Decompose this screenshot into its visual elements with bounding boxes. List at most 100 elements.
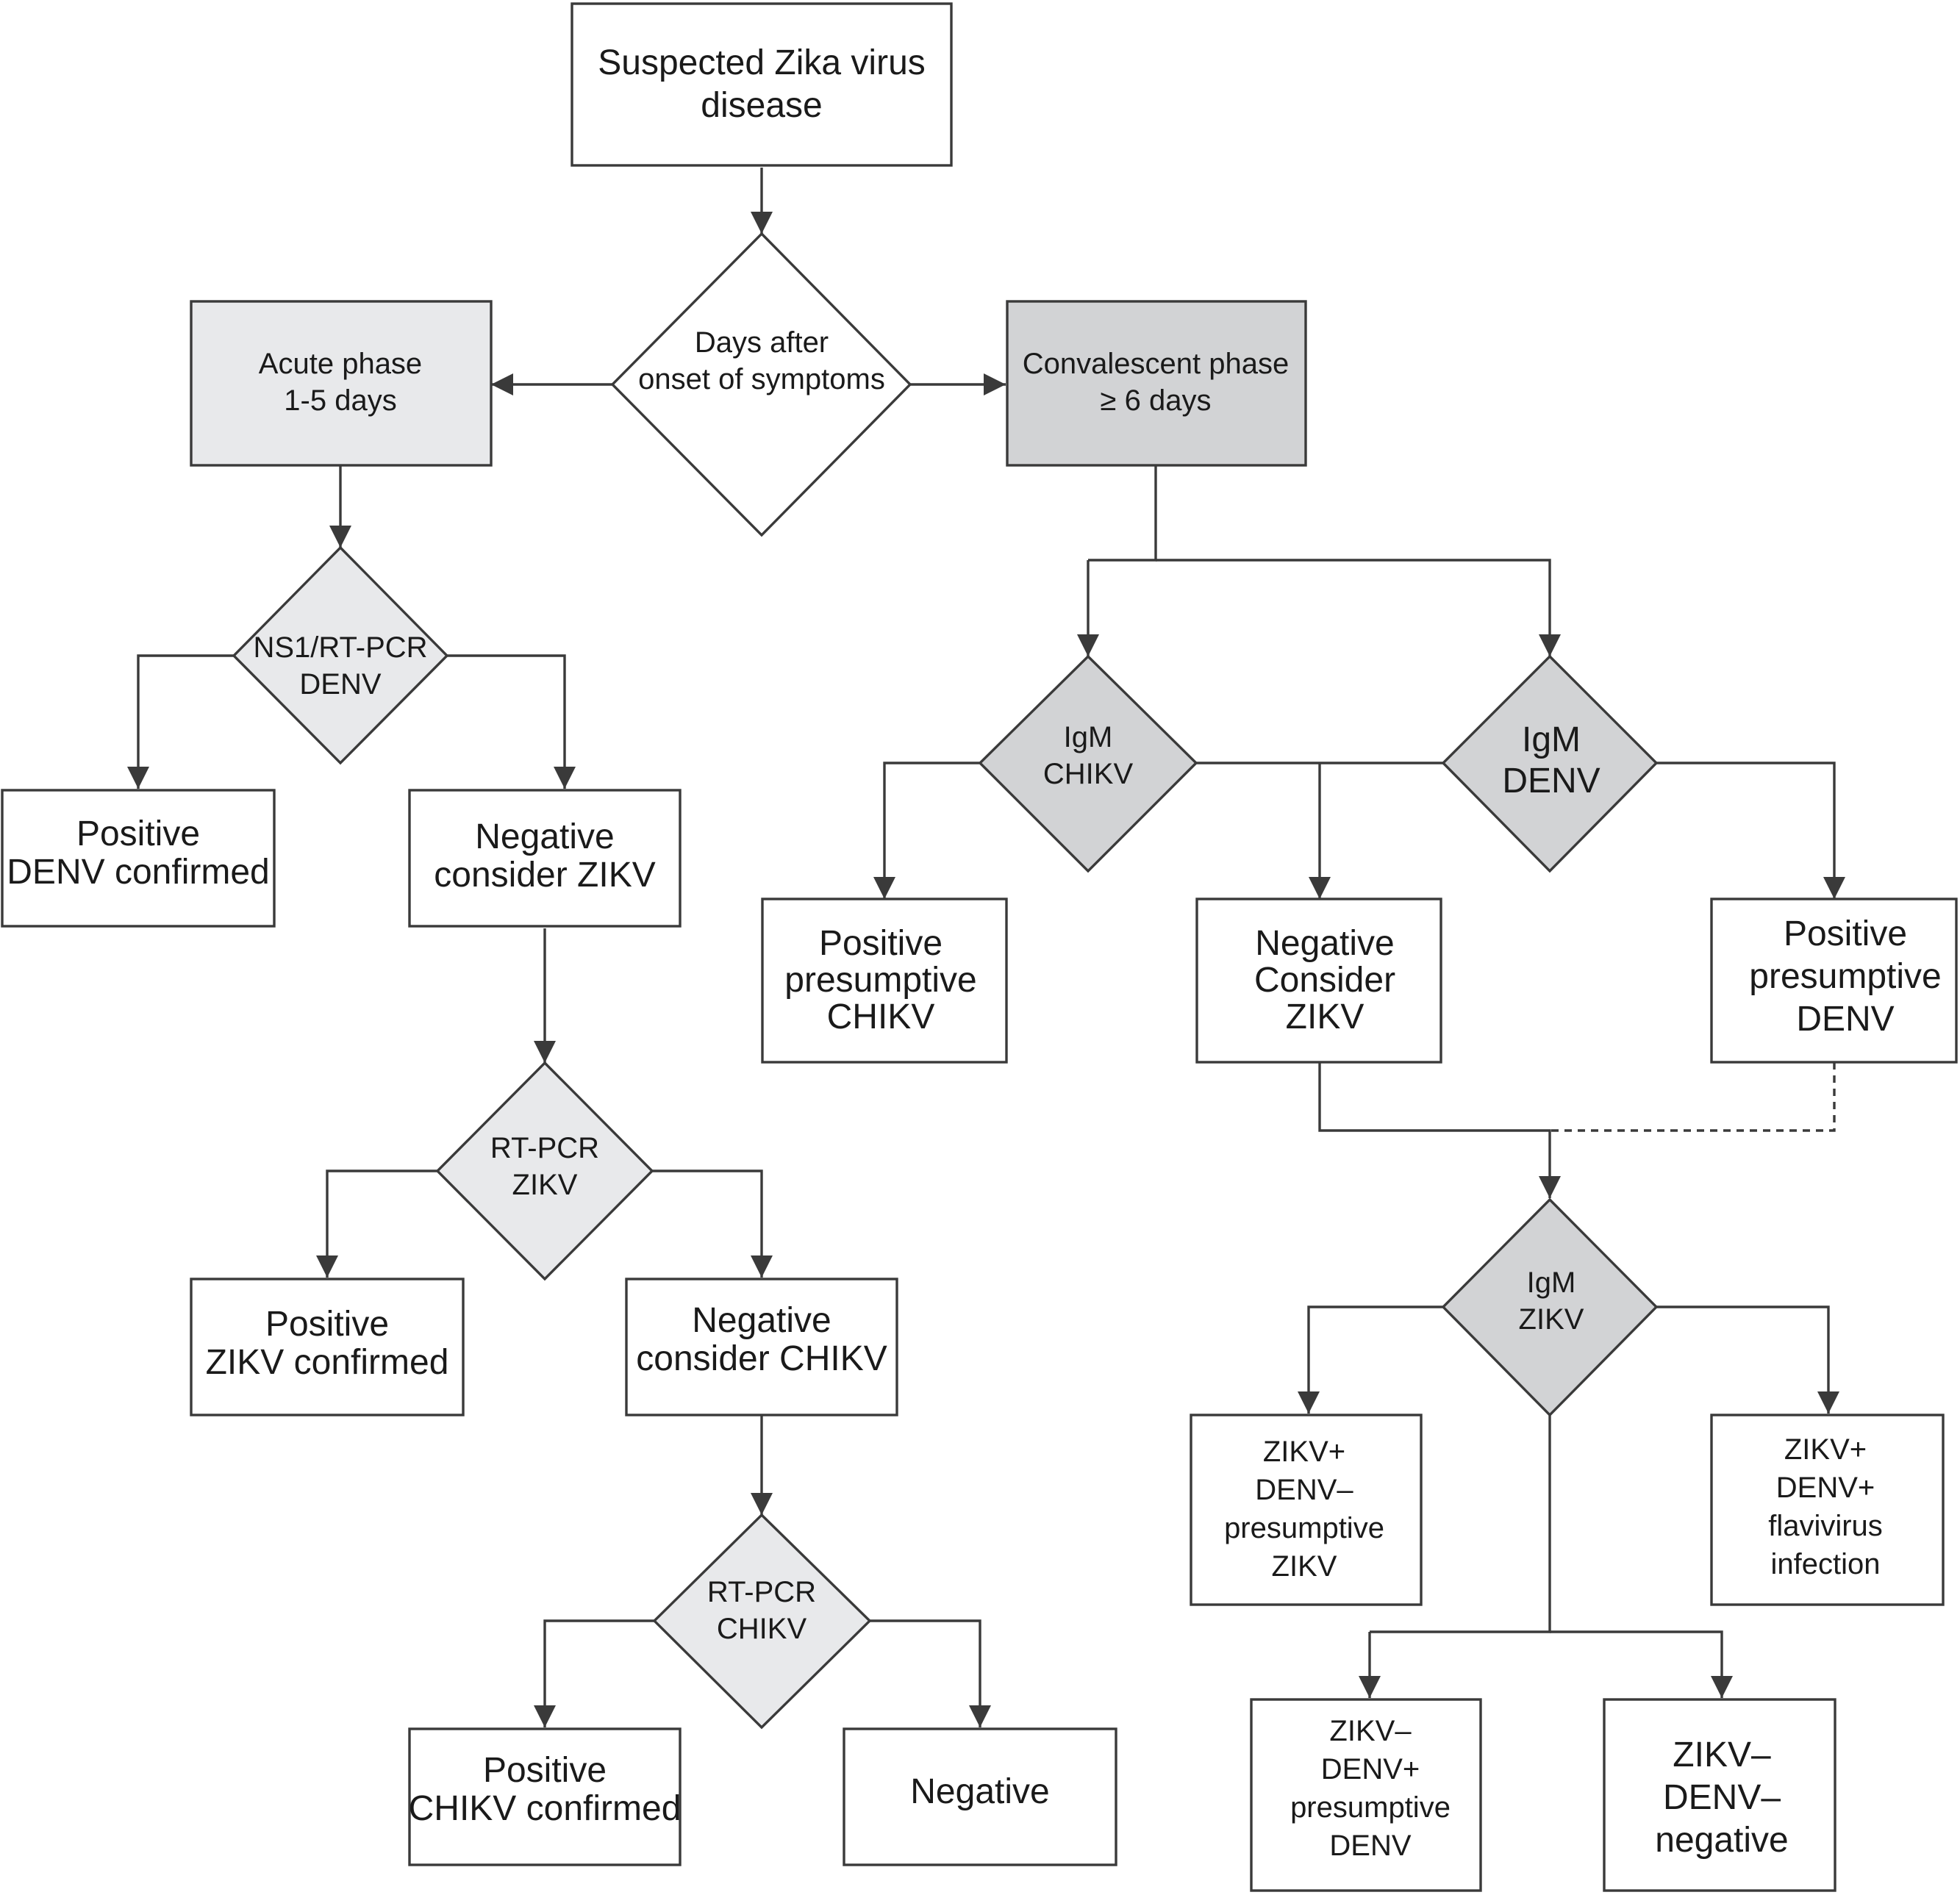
node-days-text: Days after onset of symptoms bbox=[638, 326, 885, 395]
pos-pres-chikv-line-2: presumptive bbox=[784, 961, 976, 1000]
edge-igmdenv-positive bbox=[1656, 762, 1845, 899]
negative-line-1: Negative bbox=[910, 1772, 1049, 1811]
igm-chikv-line-1: IgM bbox=[1064, 721, 1113, 753]
ns1-line-1: NS1/RT-PCR bbox=[253, 631, 427, 664]
pos-chikv-conf-line-2: CHIKV confirmed bbox=[409, 1789, 682, 1828]
edge-igmzikv-zikvpos-denvneg bbox=[1298, 1305, 1443, 1414]
node-acute-phase: Acute phase 1-5 days bbox=[190, 300, 493, 467]
acute-line-1: Acute phase bbox=[259, 348, 422, 380]
acute-line-2: 1-5 days bbox=[284, 384, 396, 417]
node-igm-chikv-decision: IgM CHIKV bbox=[978, 654, 1198, 873]
node-convalescent-text: Convalescent phase ≥ 6 days bbox=[1023, 348, 1289, 417]
zikv-pos-denv-pos-line-2: DENV+ bbox=[1776, 1472, 1875, 1504]
zikv-neg-denv-neg-line-3: negative bbox=[1655, 1821, 1788, 1860]
rtpcr-zikv-line-2: ZIKV bbox=[512, 1169, 578, 1201]
node-rtpcr-zikv-decision: RT-PCR ZIKV bbox=[435, 1061, 654, 1281]
ns1-line-2: DENV bbox=[299, 668, 381, 701]
edge-convalescent-igmdenv bbox=[1156, 559, 1561, 656]
pos-pres-chikv-line-1: Positive bbox=[819, 924, 943, 963]
neg-chikv-line-1: Negative bbox=[692, 1301, 831, 1340]
convalescent-line-1: Convalescent phase bbox=[1023, 348, 1289, 380]
zikv-pos-denv-pos-line-3: flavivirus bbox=[1768, 1510, 1883, 1542]
zikv-neg-denv-neg-line-2: DENV– bbox=[1663, 1778, 1781, 1817]
node-igm-chikv-text: IgM CHIKV bbox=[1043, 721, 1134, 790]
days-line-2: onset of symptoms bbox=[638, 363, 885, 395]
pos-zikv-conf-line-1: Positive bbox=[265, 1305, 389, 1344]
edge-convalescent-trunk bbox=[1088, 465, 1157, 562]
edge-rtpcrchikv-negative bbox=[870, 1619, 991, 1727]
pos-zikv-conf-line-2: ZIKV confirmed bbox=[206, 1343, 449, 1382]
days-line-1: Days after bbox=[695, 326, 829, 359]
node-negative: Negative bbox=[843, 1727, 1117, 1866]
zikv-neg-denv-pos-line-4: DENV bbox=[1329, 1830, 1411, 1862]
rtpcr-zikv-line-1: RT-PCR bbox=[490, 1132, 599, 1164]
start-line-2: disease bbox=[701, 86, 822, 125]
zikv-pos-denv-neg-line-3: presumptive bbox=[1224, 1512, 1384, 1544]
pos-pres-denv-line-2: presumptive bbox=[1749, 957, 1941, 996]
igm-zikv-line-2: ZIKV bbox=[1519, 1303, 1584, 1336]
neg-consider-zikv-line-2: Consider bbox=[1254, 961, 1395, 1000]
node-rtpcr-zikv-text: RT-PCR ZIKV bbox=[490, 1132, 599, 1201]
edge-negconsider-igmzikv bbox=[1318, 1062, 1561, 1198]
node-convalescent-phase: Convalescent phase ≥ 6 days bbox=[1006, 300, 1307, 467]
pos-chikv-conf-line-1: Positive bbox=[483, 1751, 607, 1790]
rtpcr-chikv-line-2: CHIKV bbox=[717, 1613, 807, 1645]
zikv-pos-denv-neg-line-1: ZIKV+ bbox=[1263, 1436, 1345, 1468]
pos-denv-conf-line-2: DENV confirmed bbox=[7, 853, 269, 892]
zikv-pos-denv-pos-line-1: ZIKV+ bbox=[1784, 1433, 1867, 1466]
neg-consider-zikv-line-3: ZIKV bbox=[1286, 997, 1365, 1036]
node-zikv-neg-denv-neg: ZIKV–DENV–negative bbox=[1603, 1698, 1836, 1892]
node-igm-zikv-text: IgM ZIKV bbox=[1519, 1267, 1584, 1336]
igm-denv-line-1: IgM bbox=[1522, 720, 1581, 759]
node-acute-text: Acute phase 1-5 days bbox=[259, 348, 422, 417]
node-days-decision: Days after onset of symptoms bbox=[610, 232, 912, 537]
edge-igmchikv-positive bbox=[873, 762, 980, 899]
neg-consider-zikv-line-1: Negative bbox=[1255, 924, 1394, 963]
convalescent-line-2: ≥ 6 days bbox=[1101, 384, 1212, 417]
neg-zikv-line-1: Negative bbox=[475, 817, 614, 856]
edge-rtpcrzikv-negative bbox=[652, 1169, 773, 1278]
zikv-neg-denv-pos-line-2: DENV+ bbox=[1321, 1753, 1420, 1785]
zikv-pos-denv-neg-line-2: DENV– bbox=[1255, 1474, 1353, 1506]
igm-zikv-line-1: IgM bbox=[1527, 1267, 1576, 1299]
edge-rtpcrzikv-positive bbox=[316, 1169, 437, 1278]
igm-denv-line-2: DENV bbox=[1502, 762, 1600, 800]
pos-pres-denv-line-3: DENV bbox=[1796, 1000, 1894, 1039]
igm-chikv-line-2: CHIKV bbox=[1043, 758, 1134, 790]
zikv-neg-denv-pos-line-3: presumptive bbox=[1290, 1791, 1451, 1824]
edge-ns1-negative bbox=[447, 654, 576, 789]
node-negative-text: Negative bbox=[910, 1772, 1049, 1811]
node-zikv-neg-denv-neg-text: ZIKV–DENV–negative bbox=[1655, 1735, 1788, 1860]
neg-chikv-line-2: consider CHIKV bbox=[636, 1339, 887, 1378]
zikv-pos-denv-neg-line-4: ZIKV bbox=[1272, 1550, 1337, 1583]
edge-ns1-positive bbox=[127, 654, 234, 789]
